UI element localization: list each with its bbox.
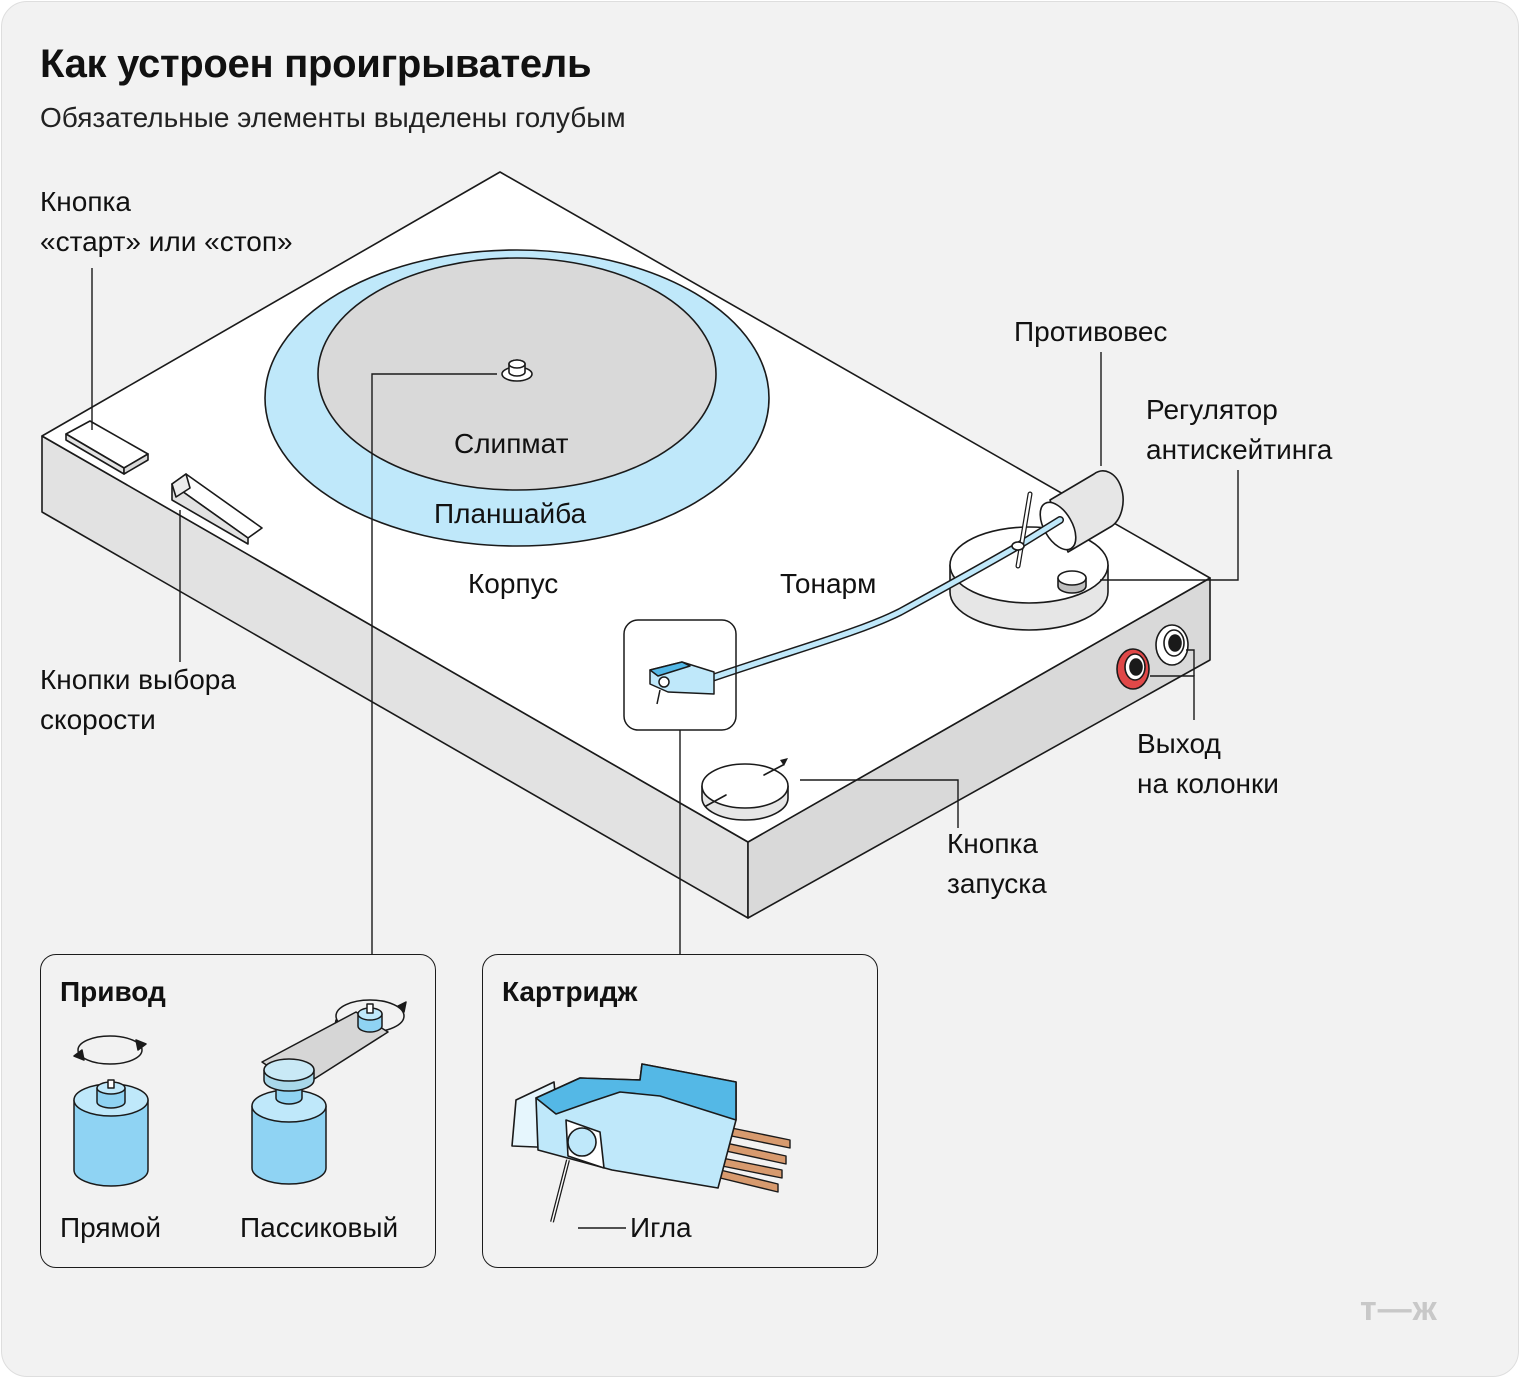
cartridge-panel	[482, 954, 878, 1268]
label-tonearm: Тонарм	[780, 568, 877, 599]
drive-panel	[40, 954, 436, 1268]
label-direct-drive: Прямой	[60, 1212, 162, 1243]
label-body: Корпус	[468, 568, 559, 599]
label-counterweight: Противовес	[1014, 316, 1168, 347]
label-platter: Планшайба	[434, 498, 587, 529]
brand-logo: т—ж	[1360, 1290, 1438, 1328]
label-speed-buttons: Кнопки выбора скорости	[40, 664, 236, 735]
page-title: Как устроен проигрыватель	[40, 42, 592, 86]
label-belt-drive: Пассиковый	[240, 1212, 399, 1243]
label-output: Выход на колонки	[1137, 728, 1279, 799]
label-antiskating: Регулятор антискейтинга	[1146, 394, 1333, 465]
label-start-stop: Кнопка «старт» или «стоп»	[40, 186, 293, 257]
label-needle: Игла	[630, 1212, 692, 1243]
label-power-button: Кнопка запуска	[947, 828, 1047, 899]
cartridge-title: Картридж	[502, 976, 638, 1007]
drive-title: Привод	[60, 976, 166, 1007]
page-subtitle: Обязательные элементы выделены голубым	[40, 102, 626, 133]
label-slipmat: Слипмат	[454, 428, 569, 459]
